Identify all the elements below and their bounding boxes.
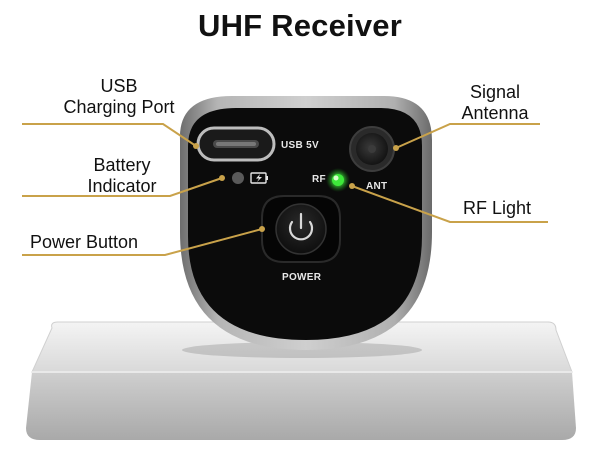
leader-power (22, 228, 263, 256)
usb-label-line2: Charging Port (63, 97, 175, 117)
antenna-connector (349, 126, 395, 172)
battery-label: Battery Indicator (62, 155, 182, 197)
ant-marking: ANT (366, 181, 388, 192)
power-button-label: Power Button (30, 232, 139, 252)
rf-light-label: RF Light (462, 198, 532, 218)
power-marking: POWER (282, 272, 322, 283)
usb-marking: USB 5V (281, 140, 319, 151)
leader-usb (22, 123, 197, 147)
leader-battery (22, 177, 223, 197)
battery-icon (250, 172, 268, 184)
usb-c-port (196, 126, 276, 162)
rf-led (326, 168, 350, 192)
battery-label-line2: Indicator (87, 176, 157, 196)
antenna-label-line2: Antenna (461, 103, 529, 123)
page-title: UHF Receiver (198, 8, 402, 43)
leader-antenna (395, 123, 540, 149)
antenna-label-line1: Signal (469, 82, 521, 102)
usb-label-line1: USB (100, 76, 138, 96)
power-button[interactable] (261, 195, 341, 263)
usb-label: USB Charging Port (44, 76, 194, 118)
power-icon (288, 212, 314, 241)
leader-dots (193, 143, 399, 232)
leader-rf (351, 185, 548, 223)
antenna-label: Signal Antenna (440, 82, 550, 124)
leader-lines (22, 123, 548, 256)
battery-indicator-led (232, 172, 244, 184)
rf-marking: RF (312, 174, 326, 185)
battery-label-line1: Battery (93, 155, 151, 175)
